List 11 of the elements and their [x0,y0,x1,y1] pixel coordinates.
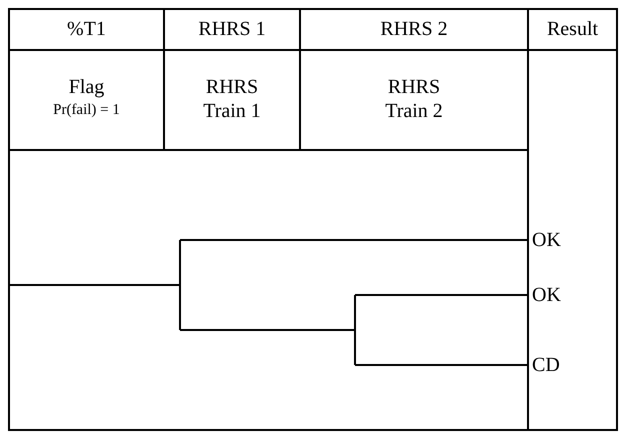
column-header: Result [546,18,598,40]
column-header: RHRS 2 [380,18,448,40]
outcome-label: CD [532,354,560,376]
outcome-label: OK [532,284,561,306]
outcome-label: OK [532,229,561,251]
column-header: %T1 [67,18,106,40]
column-header: RHRS 1 [198,18,266,40]
event-description: RHRS Train 2 [385,76,443,122]
event-description: Flag [68,76,104,98]
failure-probability: Pr(fail) = 1 [53,102,120,118]
event-description: RHRS Train 1 [203,76,261,122]
